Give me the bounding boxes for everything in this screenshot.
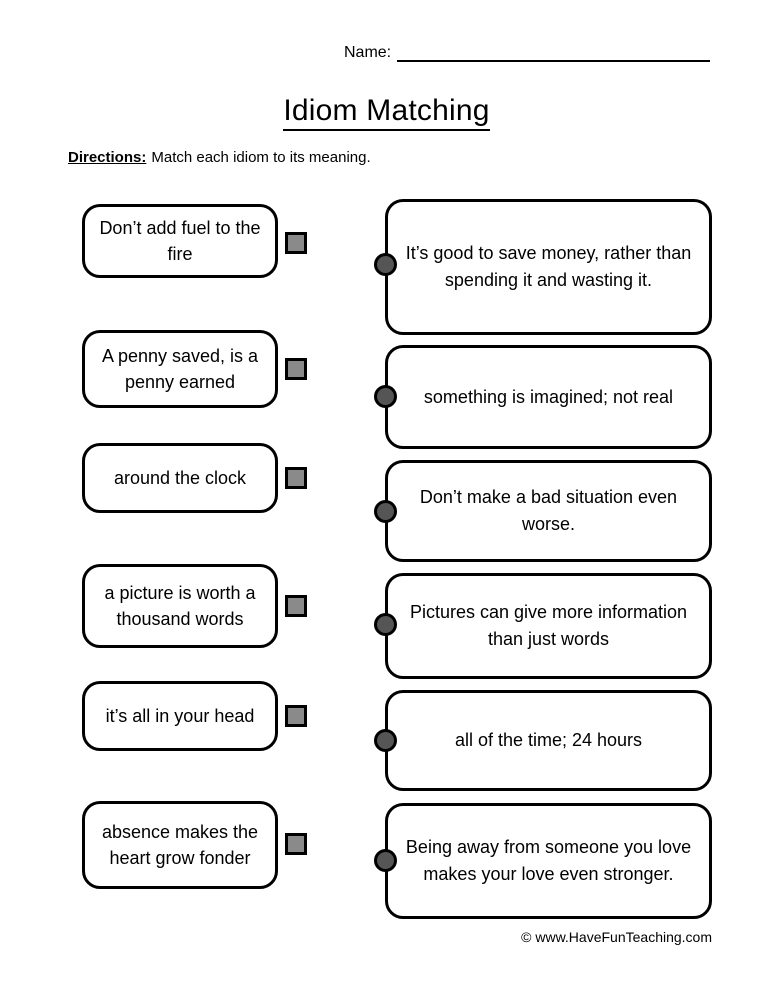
idiom-text: around the clock: [113, 468, 247, 488]
idiom-card[interactable]: around the clock: [82, 443, 278, 513]
idiom-connector-square[interactable]: [285, 358, 307, 380]
directions-label: Directions:: [68, 149, 147, 166]
idiom-connector-square[interactable]: [285, 467, 307, 489]
meaning-text: Don’t make a bad situation even worse.: [419, 487, 678, 534]
idiom-connector-square[interactable]: [285, 705, 307, 727]
meaning-text: something is imagined; not real: [423, 386, 674, 407]
name-field-row: Name:: [344, 44, 710, 62]
meaning-text: Being away from someone you love makes y…: [405, 837, 692, 884]
meaning-card[interactable]: something is imagined; not real: [385, 345, 712, 449]
idiom-connector-square[interactable]: [285, 595, 307, 617]
page-title: Idiom Matching: [0, 94, 773, 131]
directions: Directions:Match each idiom to its meani…: [68, 148, 371, 168]
idiom-text: Don’t add fuel to the fire: [99, 218, 261, 264]
idiom-card[interactable]: A penny saved, is a penny earned: [82, 330, 278, 408]
meaning-connector-circle[interactable]: [374, 613, 397, 636]
meaning-card[interactable]: Being away from someone you love makes y…: [385, 803, 712, 919]
meaning-text: It’s good to save money, rather than spe…: [405, 243, 692, 290]
idiom-card[interactable]: a picture is worth a thousand words: [82, 564, 278, 648]
meaning-connector-circle[interactable]: [374, 849, 397, 872]
meaning-card[interactable]: Don’t make a bad situation even worse.: [385, 460, 712, 562]
idiom-card[interactable]: Don’t add fuel to the fire: [82, 204, 278, 278]
meaning-connector-circle[interactable]: [374, 385, 397, 408]
directions-text: Match each idiom to its meaning.: [151, 149, 371, 166]
footer-copyright: © www.HaveFunTeaching.com: [521, 929, 712, 945]
idiom-text: a picture is worth a thousand words: [104, 583, 256, 629]
meaning-text: all of the time; 24 hours: [454, 730, 643, 750]
idiom-connector-square[interactable]: [285, 833, 307, 855]
meaning-connector-circle[interactable]: [374, 253, 397, 276]
meaning-card[interactable]: all of the time; 24 hours: [385, 690, 712, 791]
page-title-text: Idiom Matching: [283, 94, 490, 131]
idiom-connector-square[interactable]: [285, 232, 307, 254]
idiom-text: absence makes the heart grow fonder: [101, 822, 259, 868]
name-input-blank[interactable]: [397, 45, 710, 62]
idiom-text: A penny saved, is a penny earned: [101, 346, 259, 392]
meaning-card[interactable]: Pictures can give more information than …: [385, 573, 712, 679]
meaning-text: Pictures can give more information than …: [409, 602, 688, 649]
name-label: Name:: [344, 44, 392, 61]
meaning-connector-circle[interactable]: [374, 500, 397, 523]
meaning-card[interactable]: It’s good to save money, rather than spe…: [385, 199, 712, 335]
idiom-card[interactable]: absence makes the heart grow fonder: [82, 801, 278, 889]
idiom-card[interactable]: it’s all in your head: [82, 681, 278, 751]
idiom-text: it’s all in your head: [105, 706, 255, 726]
meaning-connector-circle[interactable]: [374, 729, 397, 752]
